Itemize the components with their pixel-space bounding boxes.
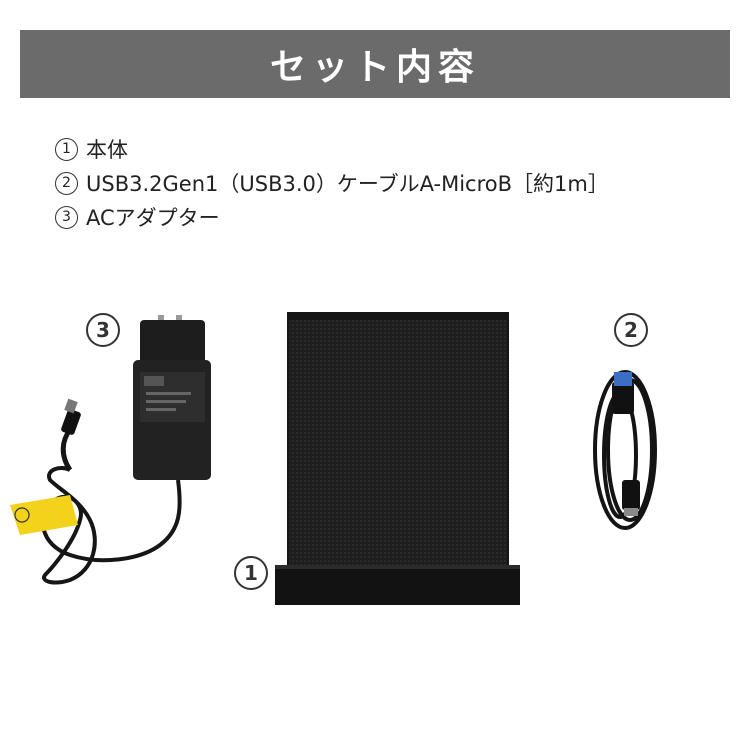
list-item: 3 ACアダプター [55, 200, 609, 234]
header-banner: セット内容 [20, 30, 730, 98]
callout-main-unit: 1 [234, 556, 268, 590]
item-number: 3 [55, 205, 78, 229]
callout-adapter: 3 [86, 313, 120, 347]
callout-label: 3 [96, 318, 110, 342]
list-item: 2 USB3.2Gen1（USB3.0）ケーブルA-MicroB［約1m］ [55, 166, 609, 200]
ac-adapter-image [10, 315, 211, 585]
callout-label: 1 [244, 561, 258, 585]
list-item: 1 本体 [55, 132, 609, 166]
item-number: 2 [55, 171, 78, 195]
item-label: USB3.2Gen1（USB3.0）ケーブルA-MicroB［約1m］ [86, 172, 609, 196]
hdd-unit-image [275, 312, 520, 605]
item-label: 本体 [86, 138, 128, 162]
item-number: 1 [55, 137, 78, 161]
callout-cable: 2 [614, 313, 648, 347]
item-label: ACアダプター [86, 206, 220, 230]
contents-list: 1 本体 2 USB3.2Gen1（USB3.0）ケーブルA-MicroB［約1… [55, 132, 609, 234]
page-title: セット内容 [269, 47, 480, 88]
usb-cable-image [593, 370, 657, 530]
callout-label: 2 [624, 318, 638, 342]
